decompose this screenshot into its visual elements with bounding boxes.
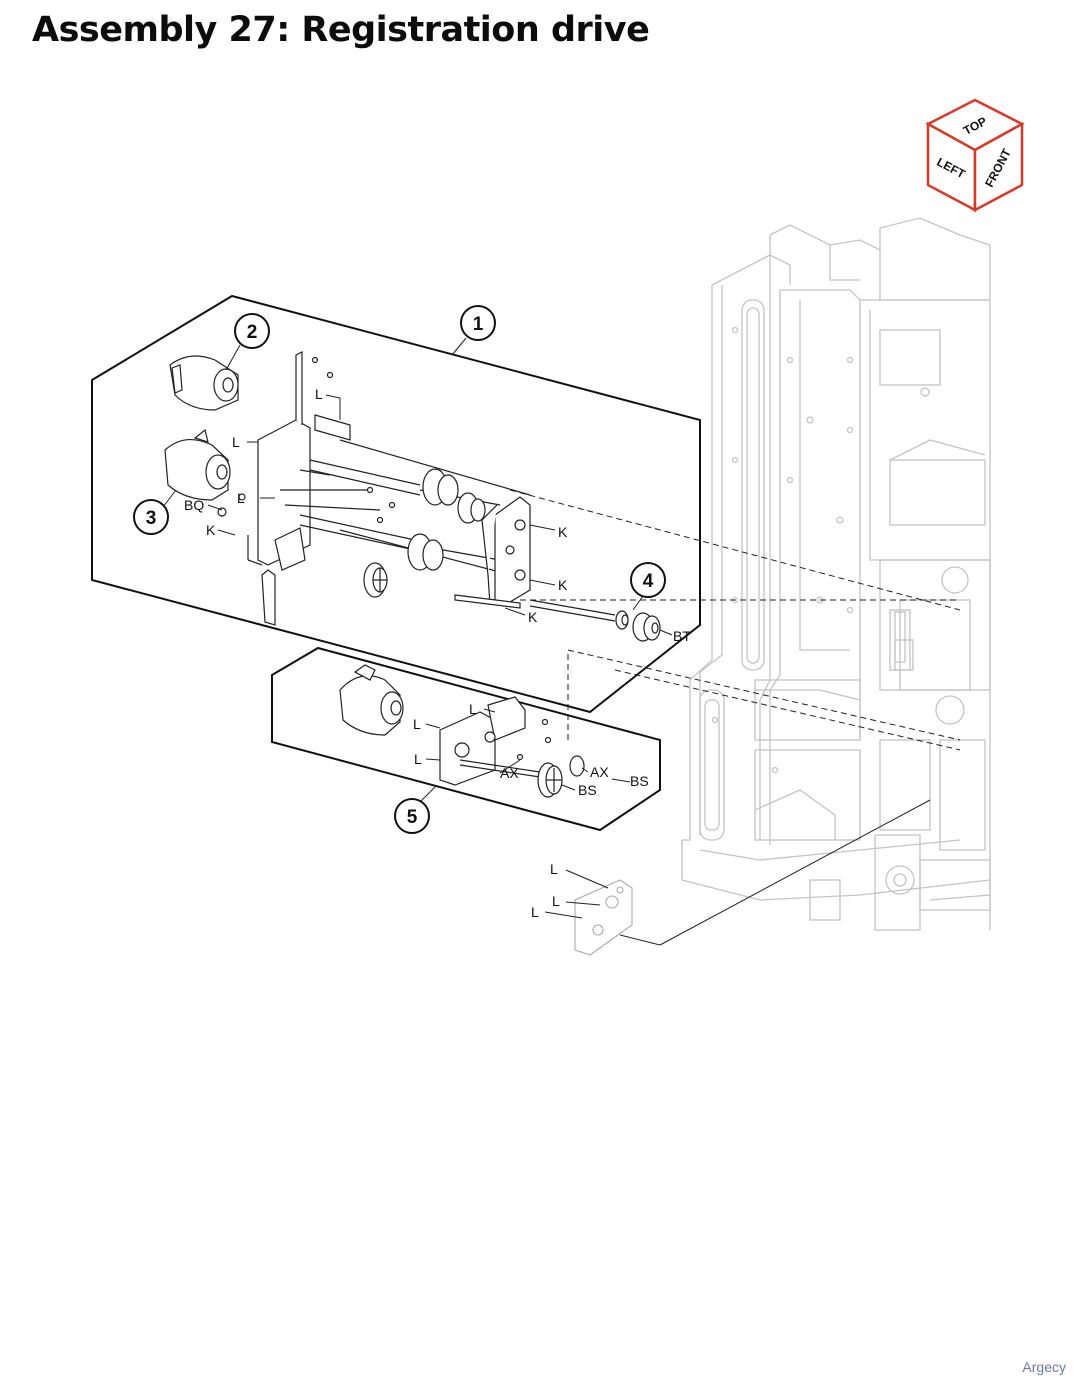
label-L: L: [552, 893, 560, 909]
label-K: K: [528, 609, 538, 625]
label-BS: BS: [630, 773, 649, 789]
callout-5-number: 5: [407, 807, 418, 828]
label-K: K: [558, 577, 568, 593]
label-AX: AX: [500, 765, 519, 781]
assembly-box-5: [271, 646, 661, 832]
label-BS: BS: [578, 782, 597, 798]
footer-brand: Argecy: [1022, 1359, 1066, 1375]
callout-3-number: 3: [146, 508, 157, 529]
label-L: L: [232, 434, 240, 450]
label-L: L: [469, 701, 477, 717]
label-L: L: [413, 716, 421, 732]
callout-3: 3: [133, 499, 169, 535]
roller-group: [363, 468, 486, 598]
printer-frame-illustration: [681, 217, 991, 931]
callout-4-number: 4: [643, 571, 654, 592]
screws: [311, 356, 552, 761]
motor-part-3: [164, 428, 231, 501]
orientation-cube: TOP LEFT FRONT: [925, 98, 1025, 213]
label-K: K: [206, 522, 216, 538]
page-title: Assembly 27: Registration drive: [32, 10, 650, 50]
lower-drive-plate: [439, 696, 585, 798]
label-K: K: [558, 524, 568, 540]
label-L: L: [414, 751, 422, 767]
label-BT: BT: [673, 628, 691, 644]
label-L: L: [315, 386, 323, 402]
assembly-box-1: [91, 294, 701, 714]
motor-part-2: [169, 355, 239, 411]
mounting-bracket-plate: [574, 879, 633, 956]
label-L: L: [237, 490, 245, 506]
callout-2-number: 2: [247, 322, 258, 343]
callout-2: 2: [234, 313, 270, 349]
connector-lines: [509, 489, 961, 946]
callout-1: 1: [460, 305, 496, 341]
part-labels: L L L BQ K K K K BT L L L AX AX BS BS L …: [184, 386, 691, 920]
gear-part-4: [615, 610, 661, 642]
motor-part-5: [339, 664, 404, 736]
label-BQ: BQ: [184, 497, 204, 513]
callout-4: 4: [630, 562, 666, 598]
label-AX: AX: [590, 764, 609, 780]
callout-1-number: 1: [473, 314, 484, 335]
callout-5: 5: [394, 798, 430, 834]
leader-lines: [162, 337, 673, 919]
drive-frame-plate: [217, 351, 351, 626]
right-side-plate: [454, 496, 531, 609]
label-L: L: [531, 904, 539, 920]
label-L: L: [550, 861, 558, 877]
